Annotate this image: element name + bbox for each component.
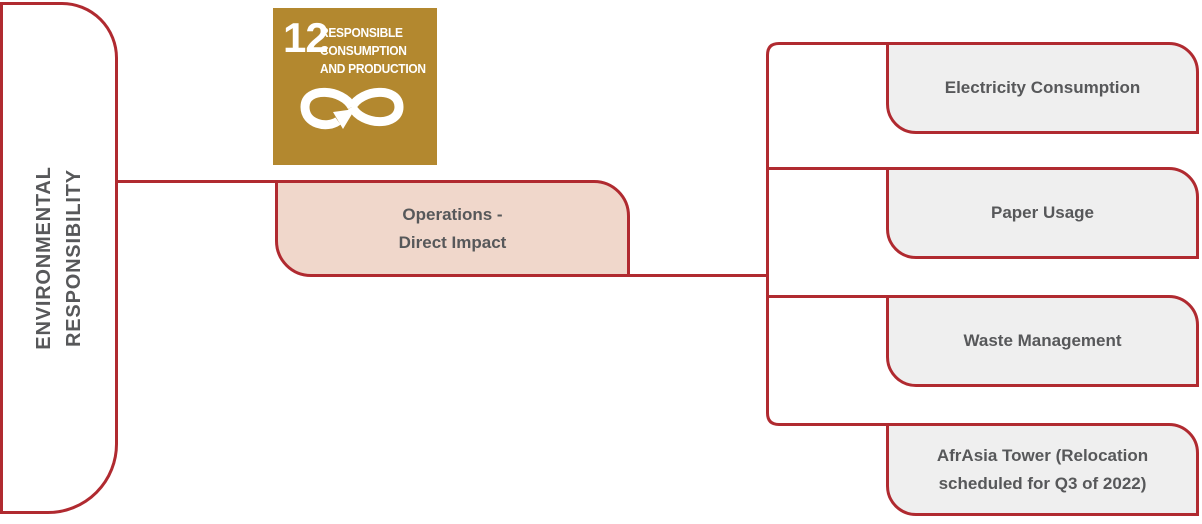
branch-label-line-1: Operations - [402, 204, 503, 224]
connector-trunk [766, 42, 888, 426]
leaf-node-afrasia-tower: AfrAsia Tower (Relocation scheduled for … [886, 423, 1199, 516]
root-node-environmental-responsibility: ENVIRONMENTAL RESPONSIBILITY [0, 2, 118, 514]
leaf-node-electricity-consumption: Electricity Consumption [886, 42, 1199, 134]
mobius-loop-arrow-icon [300, 87, 404, 130]
branch-label-line-2: Direct Impact [398, 232, 507, 252]
leaf-label: Electricity Consumption [944, 78, 1141, 97]
root-node-label: ENVIRONMENTAL RESPONSIBILITY [29, 2, 89, 514]
sdg12-title-line-3: AND PRODUCTION [320, 61, 426, 76]
root-label-line-2: RESPONSIBILITY [63, 169, 85, 347]
leaf-node-paper-usage: Paper Usage [886, 167, 1199, 259]
branch-node-label: Operations - Direct Impact [399, 201, 507, 257]
leaf-label: Waste Management [963, 331, 1122, 350]
leaf-label: AfrAsia Tower (Relocation scheduled for … [937, 442, 1148, 498]
leaf-label: Paper Usage [991, 203, 1094, 222]
sdg12-title-line-2: CONSUMPTION [320, 43, 407, 58]
root-label-line-1: ENVIRONMENTAL [33, 166, 55, 350]
sdg12-title-line-1: RESPONSIBLE [320, 25, 403, 40]
leaf-node-waste-management: Waste Management [886, 295, 1199, 387]
leaf-label-line-1: AfrAsia Tower (Relocation [936, 445, 1149, 465]
sdg12-badge: 12 RESPONSIBLE CONSUMPTION AND PRODUCTIO… [273, 8, 437, 165]
sdg12-title: RESPONSIBLE CONSUMPTION AND PRODUCTION [320, 24, 426, 78]
sdg12-number: 12 [283, 14, 329, 61]
branch-node-operations-direct-impact: Operations - Direct Impact [275, 180, 630, 277]
leaf-label-line-2: scheduled for Q3 of 2022) [938, 473, 1147, 493]
